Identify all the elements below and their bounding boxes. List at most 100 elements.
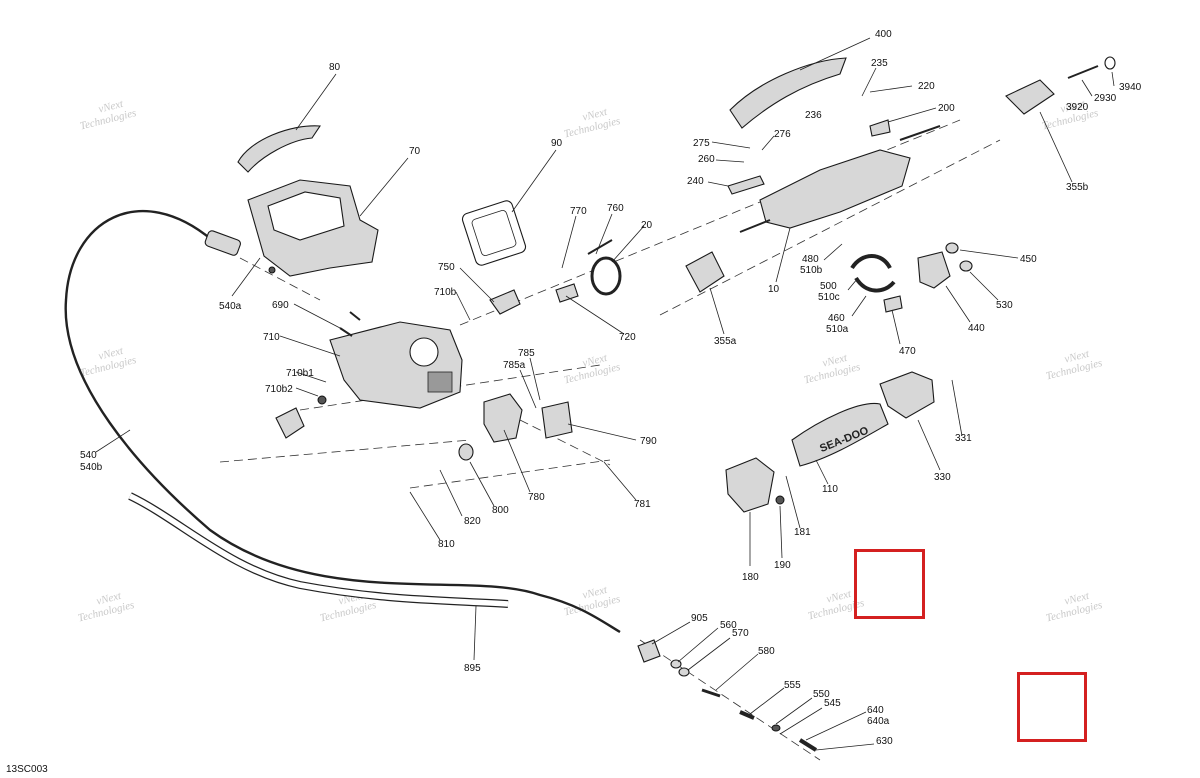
part-630-fastener <box>798 738 818 752</box>
callout-260: 260 <box>698 154 715 165</box>
callout-10: 10 <box>768 284 780 295</box>
callout-500: 500 <box>820 281 837 292</box>
callout-180: 180 <box>742 572 759 583</box>
part-905-fitting <box>637 639 661 663</box>
callout-570: 570 <box>732 628 749 639</box>
watermark: vNext Technologies <box>563 584 622 619</box>
callout-220: 220 <box>918 81 935 92</box>
part-710b2-sleeve <box>275 407 305 439</box>
callout-710b1: 710b1 <box>286 368 314 379</box>
part-530-cap <box>959 260 973 272</box>
callout-750: 750 <box>438 262 455 273</box>
callout-510b: 510b <box>800 265 823 276</box>
highlight-box <box>854 549 925 619</box>
callout-770: 770 <box>570 206 587 217</box>
callout-720: 720 <box>619 332 636 343</box>
callout-331: 331 <box>955 433 972 444</box>
callout-790: 790 <box>640 436 657 447</box>
part-110-cover <box>791 402 889 467</box>
part-500-clamp <box>850 254 896 293</box>
callout-630: 630 <box>876 736 893 747</box>
watermark: vNext Technologies <box>79 345 138 380</box>
part-690-screw <box>339 311 361 337</box>
callout-3920: 3920 <box>1066 102 1089 113</box>
part-720-bushing <box>555 283 579 303</box>
part-440-housing <box>917 251 951 289</box>
callout-810: 810 <box>438 539 455 550</box>
callout-450: 450 <box>1020 254 1037 265</box>
cables <box>64 210 621 634</box>
callout-330: 330 <box>934 472 951 483</box>
part-3940-end-cap <box>1104 56 1116 70</box>
part-790-switch <box>541 401 573 439</box>
watermark: vNext Technologies <box>803 352 862 387</box>
part-450-cap <box>945 242 959 254</box>
callout-3940: 3940 <box>1119 82 1142 93</box>
part-555-tube <box>739 710 755 720</box>
part-240-lever <box>727 175 765 195</box>
callout-510c: 510c <box>818 292 840 303</box>
callout-2930: 2930 <box>1094 93 1117 104</box>
callout-235: 235 <box>871 58 888 69</box>
callout-276: 276 <box>774 129 791 140</box>
callout-780: 780 <box>528 492 545 503</box>
part-20-ring <box>590 256 622 296</box>
watermark: vNext Technologies <box>1045 590 1104 625</box>
callout-785: 785 <box>518 348 535 359</box>
callout-580: 580 <box>758 646 775 657</box>
callout-530: 530 <box>996 300 1013 311</box>
callout-190: 190 <box>774 560 791 571</box>
highlight-box <box>1017 672 1087 742</box>
callout-690: 690 <box>272 300 289 311</box>
callout-640: 640 <box>867 705 884 716</box>
callout-510a: 510a <box>826 324 849 335</box>
callout-785a: 785a <box>503 360 526 371</box>
watermark: vNext Technologies <box>1045 348 1104 383</box>
callout-555: 555 <box>784 680 801 691</box>
parts: SEA-DOO <box>204 56 1116 752</box>
callout-240: 240 <box>687 176 704 187</box>
watermark: vNext Technologies <box>79 98 138 133</box>
callout-800: 800 <box>492 505 509 516</box>
part-580-spring <box>701 688 721 698</box>
callout-400: 400 <box>875 29 892 40</box>
callout-640a: 640a <box>867 716 890 727</box>
callout-110: 110 <box>822 484 838 495</box>
callout-80: 80 <box>329 62 341 73</box>
watermarks: vNext Technologies vNext Technologies vN… <box>77 98 1104 625</box>
callout-760: 760 <box>607 203 624 214</box>
callout-200: 200 <box>938 103 955 114</box>
callout-710b: 710b <box>434 287 457 298</box>
part-200-bracket <box>869 119 891 137</box>
callout-540: 540 <box>80 450 97 461</box>
callout-905: 905 <box>691 613 708 624</box>
callout-275: 275 <box>693 138 710 149</box>
callout-550: 550 <box>813 689 830 700</box>
part-190-nut <box>775 495 785 505</box>
callout-470: 470 <box>899 346 916 357</box>
callout-820: 820 <box>464 516 481 527</box>
callout-895: 895 <box>464 663 481 674</box>
part-90-frame <box>461 200 527 266</box>
part-10-steering-column <box>759 149 911 229</box>
callout-460: 460 <box>828 313 845 324</box>
assembly-axes <box>219 119 1001 761</box>
callout-90: 90 <box>551 138 563 149</box>
callout-710: 710 <box>263 332 280 343</box>
callout-480: 480 <box>802 254 819 265</box>
callout-355b: 355b <box>1066 182 1089 193</box>
part-570-bushing <box>678 667 690 677</box>
watermark: vNext Technologies <box>77 590 136 625</box>
part-785-bracket <box>483 393 523 443</box>
part-550-nut <box>771 724 781 732</box>
part-750-grommet <box>489 289 521 315</box>
callout-440: 440 <box>968 323 985 334</box>
part-330-cover <box>879 371 935 419</box>
callout-540b: 540b <box>80 462 103 473</box>
part-355a-grip <box>685 251 725 293</box>
part-800-knob <box>458 443 474 461</box>
callout-781: 781 <box>634 499 651 510</box>
part-180-cover <box>725 457 775 513</box>
callout-236: 236 <box>805 110 822 121</box>
